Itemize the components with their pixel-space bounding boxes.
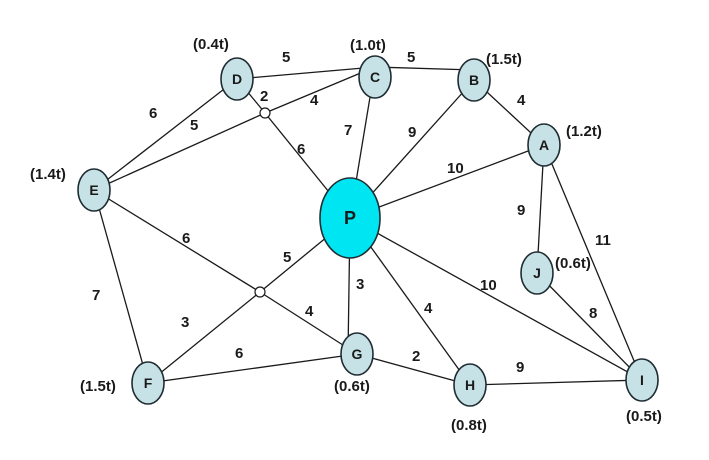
weight-d-c: 5: [282, 49, 290, 66]
node-g-label: G: [352, 346, 363, 362]
weight-b-a: 4: [517, 92, 526, 109]
weight-c-p: 7: [344, 122, 352, 139]
edge-p-i: [349, 217, 643, 381]
node-e-label: E: [89, 182, 98, 198]
node-c-label: C: [370, 69, 380, 85]
node-p-label: P: [344, 208, 356, 228]
demand-e: (1.4t): [30, 166, 66, 183]
nodes: D C B A E P J F: [77, 55, 659, 407]
weight-j-i: 8: [589, 305, 597, 322]
node-a-label: A: [539, 137, 549, 153]
edge-f-k2: [147, 291, 261, 384]
node-j-label: J: [533, 265, 541, 281]
weight-k2-p: 5: [283, 249, 291, 266]
demand-labels: (0.4t) (1.0t) (1.5t) (1.2t) (1.4t) (0.6t…: [30, 36, 662, 434]
node-d: D: [220, 57, 254, 101]
node-a: A: [527, 123, 561, 167]
edge-a-i: [543, 144, 643, 381]
node-f: F: [131, 361, 165, 405]
edge-weights: 5 5 4 6 2 4 5 6 7 9 10 9 11 8 6 5 7 3 4 …: [92, 49, 611, 376]
node-p: P: [319, 177, 381, 259]
weight-f-k2: 3: [181, 314, 189, 331]
demand-i: (0.5t): [626, 408, 662, 425]
node-b: B: [457, 58, 491, 102]
node-d-label: D: [232, 71, 242, 87]
edge-e-f: [93, 189, 149, 384]
node-c: C: [358, 55, 392, 99]
weight-e-d: 6: [149, 105, 157, 122]
node-f-label: F: [144, 375, 153, 391]
demand-j: (0.6t): [555, 255, 591, 272]
weight-d-k1: 2: [260, 88, 268, 105]
edge-c-k1: [264, 66, 376, 114]
edge-d-c: [236, 66, 376, 80]
edge-h-i: [469, 379, 643, 386]
weight-p-i: 10: [480, 277, 497, 294]
weight-g-h: 2: [412, 348, 420, 365]
weight-a-i: 11: [595, 232, 611, 249]
node-g: G: [340, 332, 374, 376]
node-i: I: [625, 358, 659, 402]
node-e: E: [77, 168, 111, 212]
weight-c-k1: 4: [310, 92, 319, 109]
node-h: H: [453, 363, 487, 407]
weight-b-p: 9: [408, 124, 416, 141]
weight-p-h: 4: [424, 300, 433, 317]
demand-f: (1.5t): [80, 378, 116, 395]
weight-p-g: 3: [356, 276, 364, 293]
node-b-label: B: [469, 72, 479, 88]
edge-j-i: [536, 272, 643, 381]
junction-upper: [259, 107, 271, 119]
weight-k2-g: 4: [305, 303, 314, 320]
weight-e-k1: 5: [190, 117, 198, 134]
edge-k2-g: [259, 291, 358, 355]
demand-a: (1.2t): [566, 123, 602, 140]
edge-f-g: [147, 353, 358, 384]
demand-b: (1.5t): [486, 51, 522, 68]
node-h-label: H: [465, 377, 475, 393]
node-i-label: I: [640, 372, 644, 388]
weight-e-f: 7: [92, 287, 100, 304]
weight-c-b: 5: [407, 49, 415, 66]
weight-a-p: 10: [447, 160, 464, 177]
weight-f-g: 6: [235, 345, 243, 362]
demand-g: (0.6t): [334, 378, 370, 395]
demand-c: (1.0t): [350, 37, 386, 54]
demand-h: (0.8t): [451, 417, 487, 434]
weight-e-k2: 6: [182, 230, 190, 247]
weight-a-j: 9: [517, 202, 525, 219]
edge-e-d: [93, 78, 238, 191]
edge-e-k2: [93, 189, 261, 293]
weight-k1-p: 6: [297, 141, 305, 158]
edge-g-h: [356, 353, 471, 386]
demand-d: (0.4t): [193, 36, 229, 53]
edge-c-b: [374, 66, 475, 71]
node-j: J: [520, 251, 554, 295]
edge-e-k1: [93, 112, 266, 191]
weight-h-i: 9: [516, 359, 524, 376]
junction-lower: [254, 286, 266, 298]
edge-a-p: [349, 144, 545, 219]
